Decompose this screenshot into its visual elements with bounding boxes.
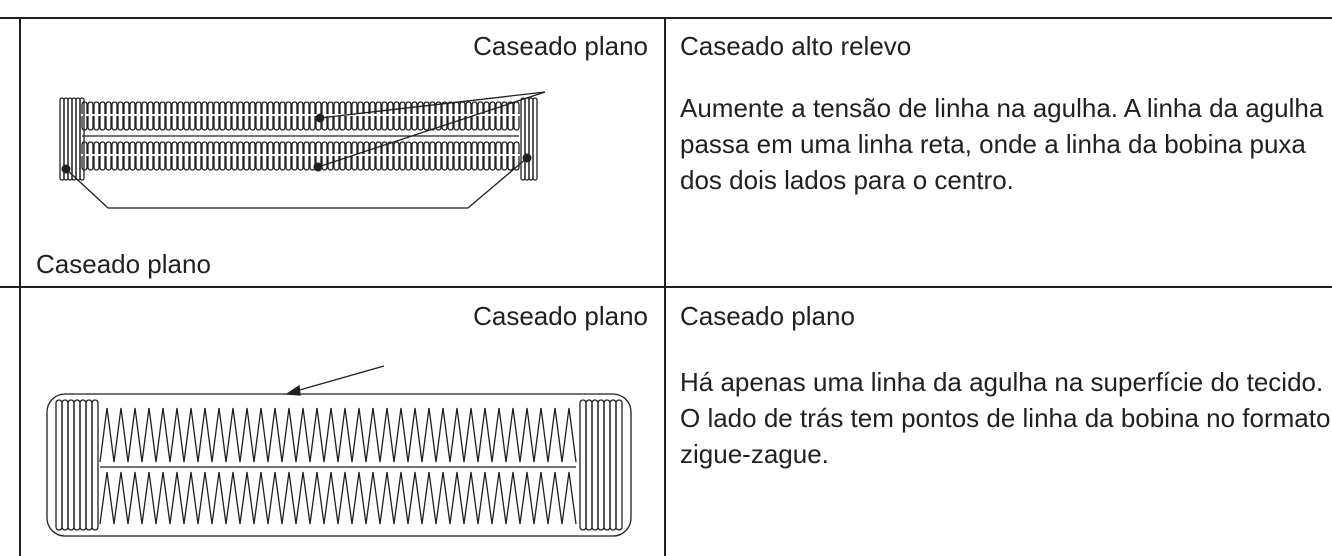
flat-buttonhole-figure <box>46 365 632 537</box>
table-left-border <box>19 17 21 556</box>
figure-label-bottom: Caseado plano <box>36 249 211 279</box>
raised-buttonhole-figure <box>59 91 546 209</box>
figure-label-top: Caseado plano <box>473 31 648 61</box>
row-description: Há apenas uma linha da agulha na superfí… <box>680 367 1331 469</box>
column-divider <box>664 17 666 556</box>
row-description: Aumente a tensão de linha na agulha. A l… <box>680 93 1324 195</box>
figure-label-top: Caseado plano <box>473 301 648 331</box>
table-top-border <box>0 17 1332 19</box>
row-title: Caseado alto relevo <box>680 31 912 61</box>
row-title: Caseado plano <box>680 301 855 331</box>
row-divider <box>0 286 1332 288</box>
